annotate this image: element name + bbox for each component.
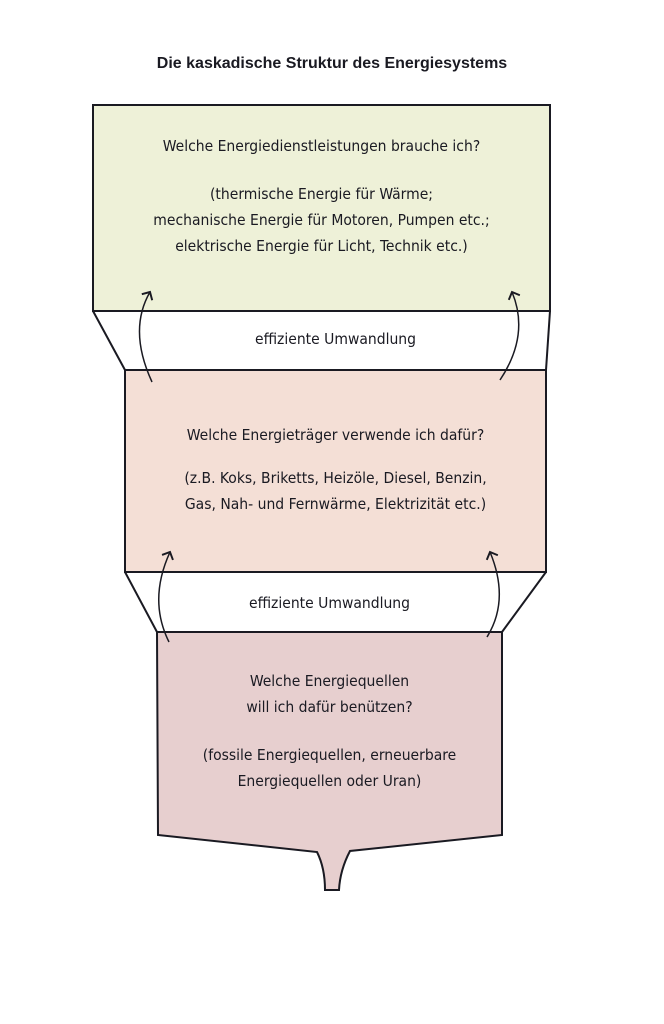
carriers-question: Welche Energieträger verwende ich dafür? [186,426,485,444]
detail-line: mechanische Energie für Motoren, Pumpen … [153,211,490,229]
sources-details: (fossile Energiequellen, erneuerbare Ene… [157,742,502,794]
detail-line: (z.B. Koks, Briketts, Heizöle, Diesel, B… [184,469,487,487]
carriers-details: (z.B. Koks, Briketts, Heizöle, Diesel, B… [125,465,546,517]
detail-line: Energiequellen oder Uran) [237,772,422,790]
box-energy-sources [155,631,503,891]
detail-line: Gas, Nah- und Fernwärme, Elektrizität et… [184,495,487,513]
connector-label-1: effiziente Umwandlung [254,330,416,348]
arrow-up-right-1 [499,290,521,381]
connector-label-2: effiziente Umwandlung [248,594,410,612]
arrow-up-left-2 [158,550,174,643]
detail-line: elektrische Energie für Licht, Technik e… [175,237,468,255]
services-details: (thermische Energie für Wärme; mechanisc… [93,181,550,259]
diagram-title: Die kaskadische Struktur des Energiesyst… [156,55,508,72]
arrow-up-left-1 [138,290,154,383]
detail-line: (thermische Energie für Wärme; [209,185,434,203]
question-line: Welche Energiequellen [249,672,410,690]
question-line: will ich dafür benützen? [246,698,413,716]
connector-funnel-2 [124,571,547,633]
arrow-up-right-2 [485,550,500,638]
box-energy-services [92,104,551,312]
box-energy-carriers [124,369,547,573]
services-question: Welche Energiedienstleistungen brauche i… [162,137,481,155]
connector-funnel-1 [92,310,551,371]
detail-line: (fossile Energiequellen, erneuerbare [202,746,457,764]
sources-question: Welche Energiequellen will ich dafür ben… [157,668,502,720]
